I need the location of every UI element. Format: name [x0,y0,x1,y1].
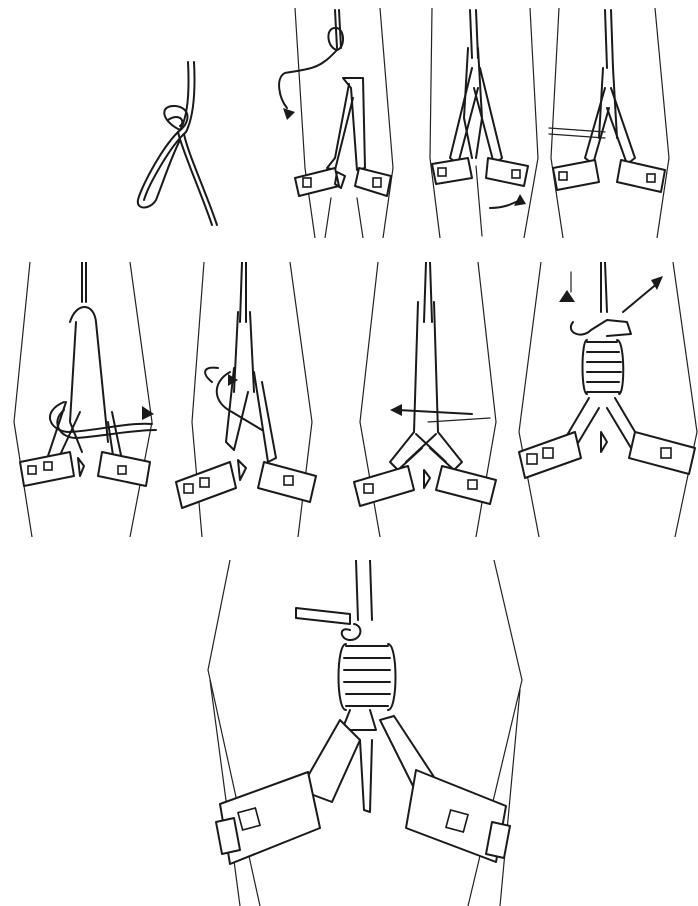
belt-hole [527,454,537,464]
coil-wrap-icon [515,262,698,537]
belt-hole [184,484,193,493]
belt-hole [438,168,446,176]
belt-hole [238,808,260,830]
strands-twisted-icon [420,8,540,238]
belt-hole [118,466,126,474]
strands-through-belt-icon [545,8,675,238]
belt-hole [44,462,52,470]
belt-hole [200,478,209,487]
belt-hole [543,448,553,458]
belt-hole [373,178,381,187]
step-3-panel [420,8,540,238]
belt-hole [512,170,520,178]
step-4-panel [545,8,675,238]
belt-hole [647,174,655,182]
belt-hole [284,476,293,485]
belt-hole [364,484,373,493]
belt-hole [303,178,311,187]
belt-hole [28,466,36,474]
belt-hole [559,172,567,180]
belt-hole [446,810,468,832]
belt-hole [468,480,477,489]
belt-hole [661,448,671,458]
wrap-around-legs-icon [10,262,170,537]
step-6-panel [172,262,322,537]
step-5-panel [10,262,170,537]
overhand-loop-icon [120,60,230,235]
step-7-panel [350,262,510,537]
step-8-panel [515,262,698,537]
bight-through-carabiner-icon [265,8,415,238]
cross-over-front-icon [172,262,322,537]
step-9-panel [200,560,530,906]
finished-seat-harness-icon [200,560,530,906]
pull-tight-icon [350,262,510,537]
step-2-panel [265,8,415,238]
step-1-panel [120,60,230,235]
